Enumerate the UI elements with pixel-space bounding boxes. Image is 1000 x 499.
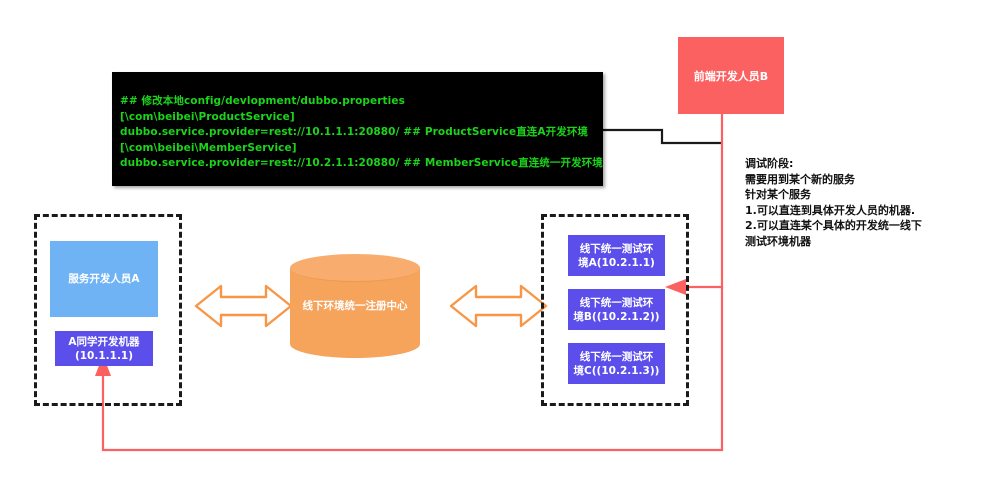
terminal-window: ## 修改本地config/devlopment/dubbo.propertie… [112,72,603,186]
annotation-line-4: 1.可以直连到具体开发人员的机器. [745,203,916,217]
developer-a-machine-line1: A同学开发机器 [68,335,140,348]
test-environment-c-label: 线下统一测试环 境C((10.2.1.3)) [574,350,660,378]
test-environment-b-line1: 线下统一测试环 [579,296,654,309]
test-environment-a-line2: 境A(10.2.1.1) [578,256,655,269]
test-environment-b-line2: 境B((10.2.1.2)) [573,310,660,323]
left-developer-group [34,214,182,406]
test-environment-c-node: 线下统一测试环 境C((10.2.1.3)) [568,343,665,384]
service-developer-a-label: 服务开发人员A [68,273,140,285]
terminal-text: ## 修改本地config/devlopment/dubbo.propertie… [120,94,603,172]
test-environment-a-line1: 线下统一测试环 [579,242,654,255]
double-arrow-left [194,284,293,328]
double-arrow-right [449,284,548,328]
terminal-line-4: [\com\beibei\MemberService] [120,141,297,154]
developer-a-machine-line2: (10.1.1.1) [74,349,134,362]
registry-label: 线下环境统一注册中心 [302,300,408,312]
developer-a-machine-node: A同学开发机器 (10.1.1.1) [55,331,153,366]
right-test-environment-group [541,214,689,406]
annotation-line-2: 需要用到某个新的服务 [745,172,855,186]
test-environment-c-line1: 线下统一测试环 [579,350,654,363]
terminal-line-2: [\com\beibei\ProductService] [120,110,295,123]
frontend-developer-b-node: 前端开发人员B [678,37,784,114]
test-environment-a-label: 线下统一测试环 境A(10.2.1.1) [578,242,655,270]
cylinder-top-ellipse [290,254,420,282]
terminal-callout-line [603,128,722,145]
annotation-line-6: 测试环境机器 [745,234,811,248]
terminal-line-3: dubbo.service.provider=rest://10.1.1.1:2… [120,126,589,138]
test-environment-b-node: 线下统一测试环 境B((10.2.1.2)) [568,289,665,330]
service-developer-a-node: 服务开发人员A [50,241,158,317]
terminal-line-5: dubbo.service.provider=rest://10.2.1.1:2… [120,157,603,169]
frontend-developer-b-label: 前端开发人员B [693,69,769,83]
annotation-line-1: 调试阶段: [745,157,794,170]
annotation-text-block: 调试阶段: 需要用到某个新的服务 针对某个服务 1.可以直连到具体开发人员的机器… [745,156,995,249]
test-environment-a-node: 线下统一测试环 境A(10.2.1.1) [568,235,665,276]
test-environment-c-line2: 境C((10.2.1.3)) [573,364,660,377]
red-line-frontend-to-envA [684,114,724,289]
test-environment-b-label: 线下统一测试环 境B((10.2.1.2)) [573,296,659,324]
annotation-line-3: 针对某个服务 [745,188,811,201]
terminal-line-1: ## 修改本地config/devlopment/dubbo.propertie… [120,95,405,107]
developer-a-machine-label: A同学开发机器 (10.1.1.1) [68,335,139,363]
annotation-line-5: 2.可以直连某个具体的开发统一线下 [745,219,922,232]
registry-cylinder: 线下环境统一注册中心 [290,254,420,358]
